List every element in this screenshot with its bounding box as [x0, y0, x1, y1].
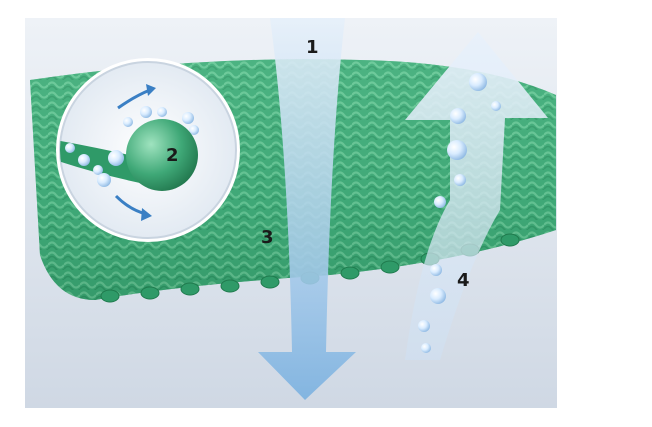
label-1: 1 [306, 37, 319, 58]
magnifier-inset [56, 58, 240, 242]
downward-arrow [258, 18, 356, 400]
rising-droplets [418, 73, 501, 353]
label-4: 4 [457, 270, 470, 291]
label-3: 3 [261, 227, 274, 248]
label-2: 2 [166, 145, 179, 166]
upward-arrow [405, 32, 548, 360]
